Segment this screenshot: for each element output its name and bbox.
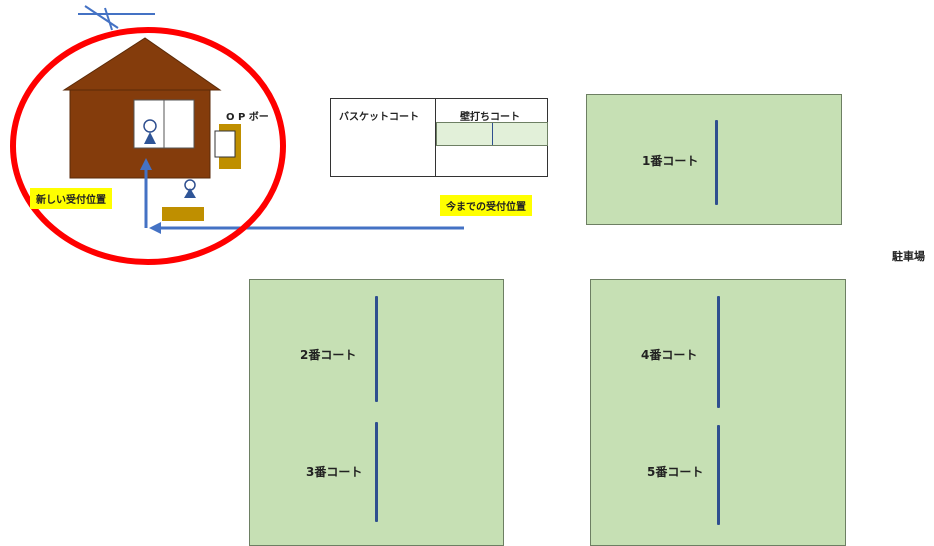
parking-label: 駐車場: [892, 250, 925, 263]
court-4-5: [590, 279, 846, 546]
wall-court-net: [492, 123, 493, 145]
court-2-net: [375, 296, 378, 402]
wall-court: [436, 122, 548, 146]
court-5-net: [717, 425, 720, 525]
court-1-label: 1番コート: [642, 154, 699, 168]
court-5-label: 5番コート: [647, 465, 704, 479]
reception-desk: [162, 207, 204, 221]
court-3-label: 3番コート: [306, 465, 363, 479]
court-4-label: 4番コート: [641, 348, 698, 362]
court-2-3: [249, 279, 504, 546]
sports-area-divider: [435, 99, 436, 176]
clubhouse: [62, 37, 222, 179]
court-1: [586, 94, 842, 225]
op-booth-label: O P ボー: [226, 112, 269, 123]
arrow-head-up-icon: [140, 158, 152, 170]
court-4-net: [717, 296, 720, 408]
antenna-icon: [78, 5, 155, 31]
route-arrow: [144, 165, 464, 230]
staff-person-icon: [143, 119, 157, 144]
sports-area-box: [330, 98, 548, 177]
highlight-circle: [10, 27, 286, 265]
court-2-label: 2番コート: [300, 348, 357, 362]
arrow-head-left-icon: [149, 222, 161, 234]
old-reception-label: 今までの受付位置: [440, 195, 532, 216]
new-reception-label: 新しい受付位置: [30, 188, 112, 209]
op-booth: [214, 124, 241, 169]
reception-person-icon: [184, 179, 196, 198]
basketball-court-label: バスケットコート: [339, 112, 419, 123]
wall-court-label: 壁打ちコート: [460, 112, 520, 123]
court-3-net: [375, 422, 378, 522]
court-1-net: [715, 120, 718, 205]
